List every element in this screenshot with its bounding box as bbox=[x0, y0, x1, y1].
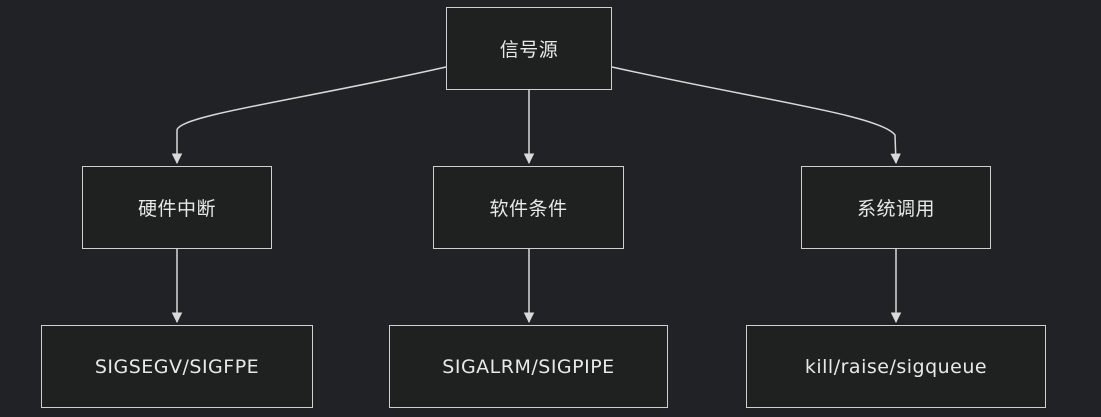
edge-root-to-hardware bbox=[171, 66, 447, 165]
node-system-call-label: 系统调用 bbox=[856, 198, 935, 220]
node-system-call: 系统调用 bbox=[801, 166, 991, 249]
node-syscall-functions: kill/raise/sigqueue bbox=[746, 325, 1046, 408]
edge-root-to-syscall bbox=[611, 66, 901, 165]
node-syscall-functions-label: kill/raise/sigqueue bbox=[804, 355, 988, 378]
node-signal-source: 信号源 bbox=[446, 7, 612, 90]
node-software-condition: 软件条件 bbox=[433, 166, 624, 249]
node-software-signals-label: SIGALRM/SIGPIPE bbox=[442, 355, 615, 378]
node-hardware-interrupt: 硬件中断 bbox=[82, 166, 272, 249]
node-hardware-signals: SIGSEGV/SIGFPE bbox=[41, 325, 313, 408]
node-software-signals: SIGALRM/SIGPIPE bbox=[389, 325, 668, 408]
node-hardware-signals-label: SIGSEGV/SIGFPE bbox=[94, 355, 260, 378]
node-signal-source-label: 信号源 bbox=[499, 39, 559, 61]
node-software-condition-label: 软件条件 bbox=[489, 198, 568, 220]
node-hardware-interrupt-label: 硬件中断 bbox=[137, 198, 216, 220]
